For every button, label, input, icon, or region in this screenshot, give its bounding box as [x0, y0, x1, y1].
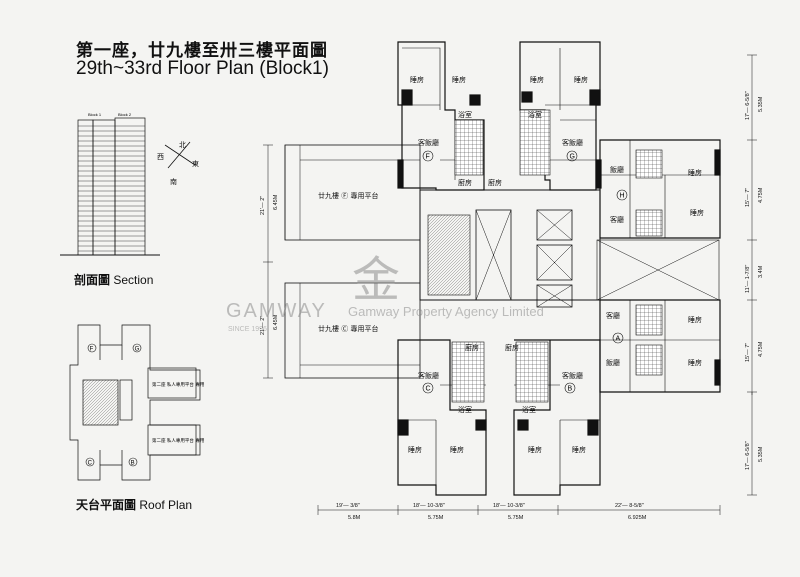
svg-text:5.75M: 5.75M: [428, 515, 444, 521]
unit-h-outline: [599, 139, 721, 239]
svg-text:6.45M: 6.45M: [273, 194, 279, 210]
svg-text:客廳: 客廳: [610, 215, 624, 224]
svg-text:15'— 7": 15'— 7": [745, 343, 751, 362]
svg-text:睡房: 睡房: [690, 208, 704, 217]
unit-b-outline: [513, 339, 601, 496]
watermark-since: SINCE 1996: [228, 326, 267, 333]
svg-text:5.35M: 5.35M: [758, 446, 764, 462]
svg-text:睡房: 睡房: [528, 445, 542, 454]
svg-text:G: G: [570, 154, 575, 161]
title-chinese: 第一座，廿九樓至卅三樓平面圖: [76, 41, 328, 61]
title-english: 29th~33rd Floor Plan (Block1): [76, 58, 329, 79]
svg-text:睡房: 睡房: [572, 445, 586, 454]
svg-text:廚房: 廚房: [465, 343, 479, 352]
svg-text:廚房: 廚房: [458, 178, 472, 187]
svg-text:6.45M: 6.45M: [273, 314, 279, 330]
svg-text:5.8M: 5.8M: [348, 515, 361, 521]
roof-note-1: 第二座 私人專用平台 專用: [152, 381, 204, 388]
svg-text:19'— 3/8": 19'— 3/8": [336, 503, 360, 509]
lift-1: [536, 209, 573, 241]
svg-text:C: C: [88, 461, 93, 467]
svg-text:A: A: [616, 336, 621, 343]
right-dimensions: [747, 54, 757, 496]
svg-text:G: G: [135, 347, 140, 353]
lift-3: [536, 284, 573, 308]
svg-text:睡房: 睡房: [408, 445, 422, 454]
svg-text:F: F: [426, 154, 430, 161]
flat-roof-f-label: 廿九樓 Ⓕ 專用平台: [318, 191, 378, 200]
svg-text:4.75M: 4.75M: [758, 341, 764, 357]
roof-plan-caption: 天台平面圖 Roof Plan: [76, 498, 193, 512]
bottom-dimensions: [317, 505, 721, 515]
svg-text:廚房: 廚房: [505, 343, 519, 352]
svg-text:18'— 10-3/8": 18'— 10-3/8": [413, 503, 445, 509]
svg-text:5.35M: 5.35M: [758, 96, 764, 112]
svg-text:浴室: 浴室: [522, 405, 536, 414]
svg-text:客飯廳: 客飯廳: [418, 371, 439, 380]
svg-text:21'— 2": 21'— 2": [260, 196, 266, 215]
svg-text:H: H: [620, 193, 625, 200]
svg-text:4.75M: 4.75M: [758, 187, 764, 203]
main-floor-plan: [284, 41, 721, 496]
svg-text:睡房: 睡房: [688, 315, 702, 324]
svg-text:F: F: [90, 347, 94, 353]
svg-text:北: 北: [179, 141, 186, 149]
svg-text:客飯廳: 客飯廳: [418, 138, 439, 147]
roof-plan: [69, 324, 201, 481]
svg-text:睡房: 睡房: [450, 445, 464, 454]
svg-text:浴室: 浴室: [458, 110, 472, 119]
svg-text:17'— 6-5/8": 17'— 6-5/8": [745, 91, 751, 120]
svg-text:南: 南: [170, 177, 177, 186]
section-elevation: [60, 117, 160, 256]
svg-text:客飯廳: 客飯廳: [562, 138, 583, 147]
svg-text:客飯廳: 客飯廳: [562, 371, 583, 380]
svg-text:5.75M: 5.75M: [508, 515, 524, 521]
svg-text:15'— 7": 15'— 7": [745, 188, 751, 207]
svg-text:3.4M: 3.4M: [758, 265, 764, 278]
compass-icon: 北 東 南 西: [157, 141, 199, 186]
room-labels: 睡房 睡房 客飯廳 浴室 廚房 廚房 睡房 睡房 客飯廳 浴室 飯廳 客廳 睡房…: [318, 75, 704, 454]
left-dimensions: [263, 144, 273, 379]
unit-labels: F G H A B C: [422, 150, 628, 394]
roof-note-2: 第二座 私人專用平台 專用: [152, 437, 204, 444]
svg-text:11'— 1-7/8": 11'— 1-7/8": [745, 265, 751, 293]
svg-text:21'— 2": 21'— 2": [260, 316, 266, 335]
svg-text:17'— 6-5/8": 17'— 6-5/8": [745, 441, 751, 470]
section-block2-label: Block 2: [118, 112, 132, 117]
svg-text:睡房: 睡房: [530, 75, 544, 84]
lobby: [475, 209, 512, 301]
watermark-logo: 金: [352, 252, 401, 308]
svg-text:睡房: 睡房: [688, 358, 702, 367]
svg-text:22'— 8-5/8": 22'— 8-5/8": [615, 503, 644, 509]
flat-roof-c-label: 廿九樓 Ⓒ 專用平台: [318, 324, 378, 333]
lift-2: [536, 244, 573, 281]
staircase: [427, 214, 471, 296]
svg-text:客廳: 客廳: [606, 311, 620, 320]
watermark-company: Gamway Property Agency Limited: [348, 304, 544, 319]
svg-text:浴室: 浴室: [458, 405, 472, 414]
svg-text:18'— 10-3/8": 18'— 10-3/8": [493, 503, 525, 509]
svg-text:C: C: [426, 386, 431, 393]
section-block1-label: Block 1: [88, 112, 102, 117]
svg-text:睡房: 睡房: [410, 75, 424, 84]
svg-text:睡房: 睡房: [574, 75, 588, 84]
svg-text:西: 西: [157, 153, 164, 161]
svg-text:睡房: 睡房: [688, 168, 702, 177]
roof-unit-labels: F G C B 第二座 私人專用平台 專用 第二座 私人專用平台 專用: [85, 343, 204, 467]
svg-text:東: 東: [192, 159, 199, 168]
svg-text:睡房: 睡房: [452, 75, 466, 84]
svg-text:飯廳: 飯廳: [610, 165, 624, 174]
section-caption: 剖面圖 Section: [74, 273, 154, 287]
svg-text:浴室: 浴室: [528, 110, 542, 119]
svg-text:飯廳: 飯廳: [606, 358, 620, 367]
svg-text:B: B: [568, 386, 573, 393]
svg-text:廚房: 廚房: [488, 178, 502, 187]
svg-text:6.925M: 6.925M: [628, 515, 647, 521]
svg-text:B: B: [131, 461, 135, 467]
watermark-brand: GAMWAY: [226, 300, 327, 322]
